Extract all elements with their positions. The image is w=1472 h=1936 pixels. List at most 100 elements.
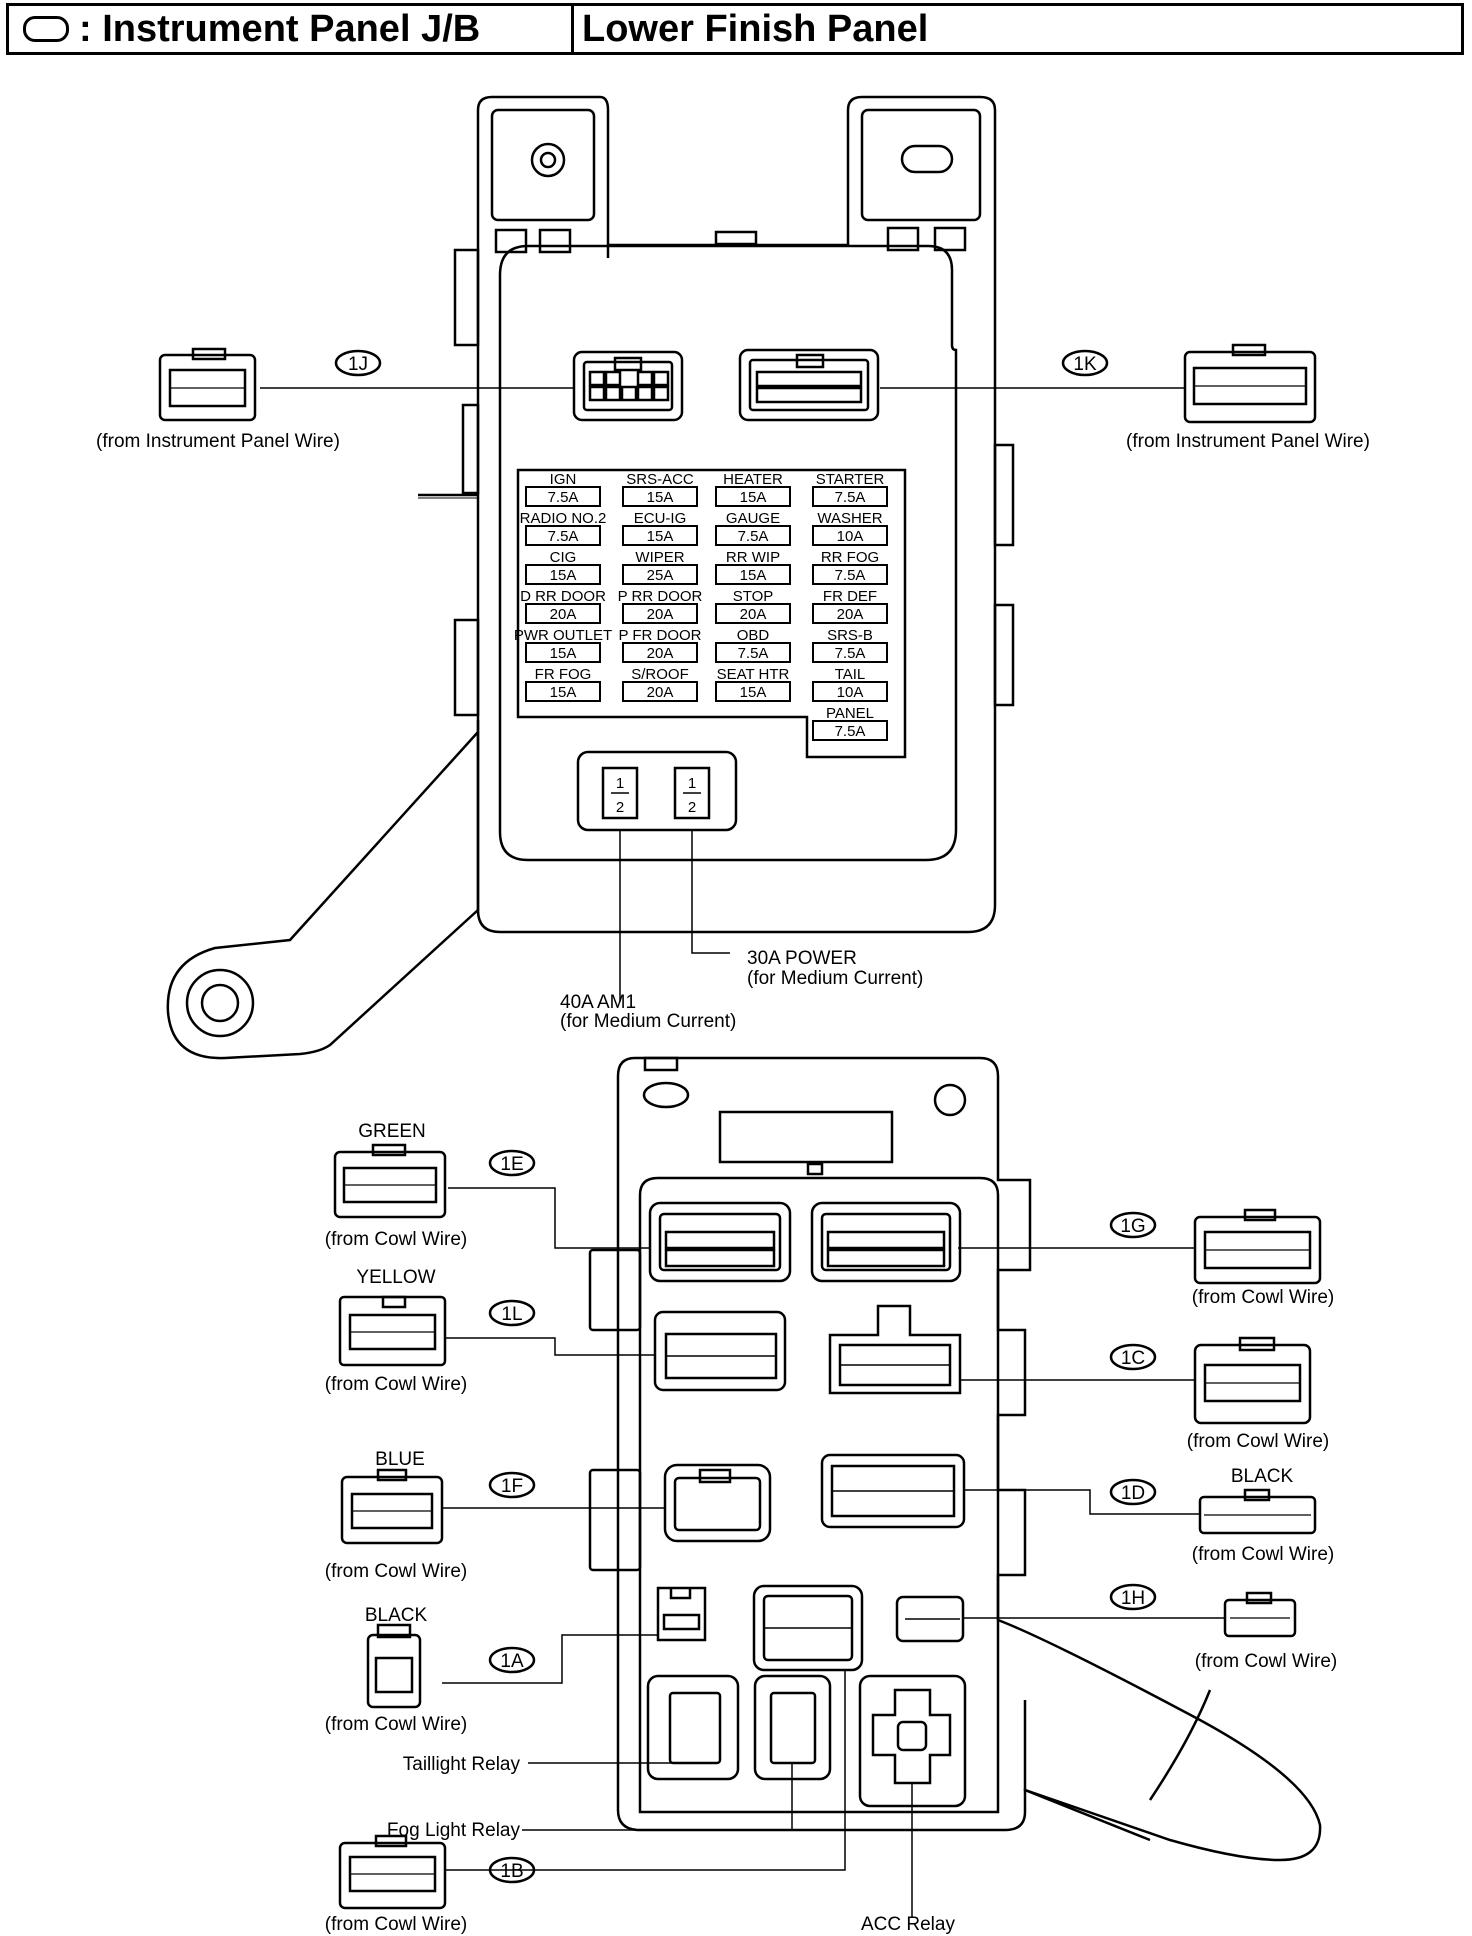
fuse-name: GAUGE xyxy=(726,510,780,527)
connector-1L-external xyxy=(338,1295,447,1367)
mc-left-pin-1: 1 xyxy=(616,775,624,792)
callout-1D xyxy=(1109,1478,1157,1506)
fuse-name: STOP xyxy=(733,588,774,605)
fuse-box xyxy=(525,525,601,546)
note-1B: (from Cowl Wire) xyxy=(325,1914,468,1935)
fuse-panel xyxy=(516,468,907,759)
fuse-amp: 7.5A xyxy=(548,528,579,545)
connector-1G-external xyxy=(1193,1208,1322,1285)
note-1D: (from Cowl Wire) xyxy=(1192,1544,1335,1565)
fuse-name: HEATER xyxy=(723,471,783,488)
fuse-amp: 15A xyxy=(550,645,577,662)
fuse-box xyxy=(715,642,791,663)
callout-1K xyxy=(1061,349,1109,377)
color-1D: BLACK xyxy=(1231,1466,1294,1487)
color-1F: BLUE xyxy=(375,1449,425,1470)
top-jb-housing xyxy=(166,95,1015,1060)
note-1H: (from Cowl Wire) xyxy=(1195,1651,1338,1672)
fuse-amp: 15A xyxy=(550,684,577,701)
fuse-name: FR FOG xyxy=(535,666,592,683)
acc-relay-label: ACC Relay xyxy=(861,1914,955,1935)
fuse-name: RADIO NO.2 xyxy=(520,510,607,527)
callout-label-1G: 1G xyxy=(1120,1216,1145,1237)
connector-1B-external xyxy=(338,1834,447,1910)
fuse-name: IGN xyxy=(550,471,577,488)
header-left-title: : Instrument Panel J/B xyxy=(79,7,481,50)
socket-1H xyxy=(895,1595,965,1643)
callout-1B xyxy=(488,1856,536,1884)
fuse-amp: 7.5A xyxy=(835,723,866,740)
fuse-name: STARTER xyxy=(816,471,885,488)
fuse-amp: 7.5A xyxy=(835,567,866,584)
fuse-name: PANEL xyxy=(826,705,874,722)
callout-1H xyxy=(1109,1583,1157,1611)
connector-1J-external xyxy=(158,347,257,422)
callout-1A xyxy=(488,1646,536,1674)
color-1E: GREEN xyxy=(358,1121,426,1142)
header-left-cell: : Instrument Panel J/B xyxy=(9,6,574,52)
fuse-box xyxy=(812,603,888,624)
mc-right-pin-1: 1 xyxy=(688,775,696,792)
fuse-box xyxy=(525,564,601,585)
connector-1F-external xyxy=(340,1468,444,1545)
fuse-amp: 20A xyxy=(550,606,577,623)
fuse-name: D RR DOOR xyxy=(520,588,606,605)
fuse-amp: 7.5A xyxy=(835,489,866,506)
callout-1J xyxy=(334,349,382,377)
callout-1G xyxy=(1109,1211,1157,1239)
fuse-box xyxy=(622,525,698,546)
callout-1L xyxy=(488,1299,536,1327)
socket-1D xyxy=(820,1453,966,1529)
callout-label-1F: 1F xyxy=(501,1476,523,1497)
fuse-box xyxy=(622,642,698,663)
socket-1A xyxy=(656,1586,707,1642)
fuse-amp: 7.5A xyxy=(548,489,579,506)
note-1E: (from Cowl Wire) xyxy=(325,1229,468,1250)
fuse-box xyxy=(622,486,698,507)
callout-label-1J: 1J xyxy=(348,354,368,375)
fuse-amp: 25A xyxy=(647,567,674,584)
note-1K: (from Instrument Panel Wire) xyxy=(1126,431,1370,452)
fuse-box xyxy=(812,720,888,741)
fuse-name: SRS-ACC xyxy=(626,471,694,488)
header-right-cell: Lower Finish Panel xyxy=(574,6,1461,52)
color-1A: BLACK xyxy=(365,1605,428,1626)
callout-label-1L: 1L xyxy=(501,1304,522,1325)
fuse-srs-b: SRS-B7.5A xyxy=(812,627,888,663)
medium-current-sockets xyxy=(576,750,738,832)
callout-label-1B: 1B xyxy=(500,1861,523,1882)
connector-1E-external xyxy=(333,1143,447,1219)
fuse-name: SEAT HTR xyxy=(717,666,790,683)
fuse-amp: 20A xyxy=(837,606,864,623)
callout-label-1C: 1C xyxy=(1121,1348,1145,1369)
connector-symbol-icon xyxy=(23,16,69,42)
fuse-name: TAIL xyxy=(835,666,866,683)
fuse-box xyxy=(812,681,888,702)
fuse-amp: 15A xyxy=(647,489,674,506)
fuse-amp: 20A xyxy=(647,645,674,662)
fuse-name: FR DEF xyxy=(823,588,877,605)
callout-1E xyxy=(488,1149,536,1177)
socket-1G xyxy=(810,1201,962,1283)
header-bar: : Instrument Panel J/B Lower Finish Pane… xyxy=(6,3,1464,55)
socket-1L xyxy=(653,1310,787,1392)
fuse-amp: 15A xyxy=(550,567,577,584)
note-1L: (from Cowl Wire) xyxy=(325,1374,468,1395)
fuse-amp: 15A xyxy=(740,567,767,584)
fuse-box xyxy=(715,681,791,702)
